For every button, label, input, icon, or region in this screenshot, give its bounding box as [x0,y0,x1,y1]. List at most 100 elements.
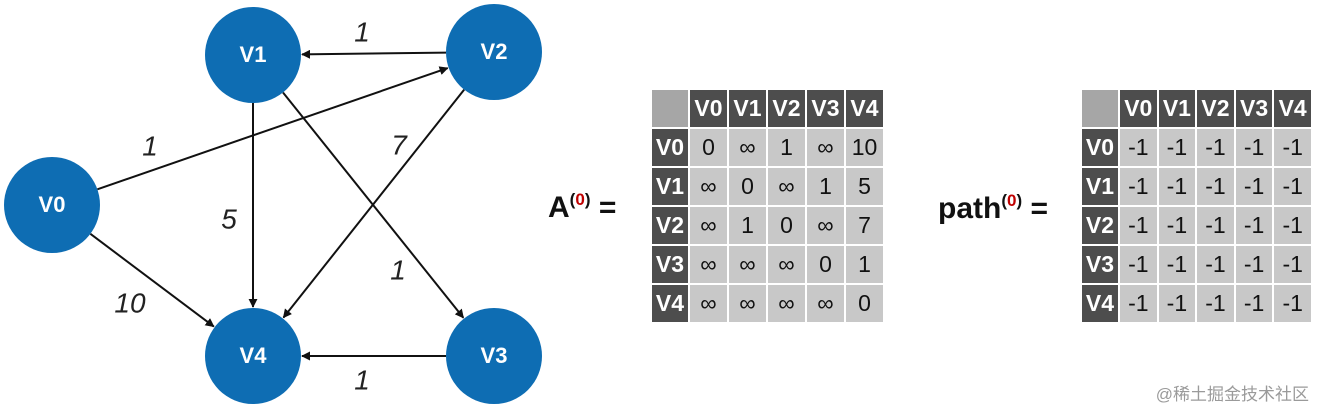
matrix-path-superscript-index: 0 [1007,191,1017,210]
matrix-path-cell: -1 [1156,166,1198,207]
matrix-path-cell: -1 [1195,205,1236,246]
matrix-path-col-header: V4 [1272,88,1313,129]
matrix-a-cell: 1 [766,127,807,168]
edge-weight-v1-v3: 1 [390,254,406,285]
edge-weight-v0-v4: 10 [114,287,146,318]
node-v4: V4 [205,308,301,404]
matrix-a-cell: ∞ [766,244,807,285]
edge-weight-v1-v4: 5 [221,203,237,234]
matrix-a-cell: 0 [844,283,885,324]
matrix-a-cell: ∞ [805,205,846,246]
matrix-a-cell: ∞ [727,127,768,168]
matrix-a-cell: ∞ [805,127,846,168]
matrix-path-col-header: V3 [1233,88,1275,129]
matrix-path-cell: -1 [1233,166,1275,207]
matrix-a-row-header: V1 [650,166,690,207]
matrix-path-corner-cell [1080,88,1120,129]
matrix-path-row: V0-1-1-1-1-1 [1080,127,1313,168]
matrix-a-cell: 0 [688,127,729,168]
matrix-a-cell: ∞ [688,283,729,324]
matrix-a-cell: 1 [805,166,846,207]
edge-weight-v0-v2: 1 [142,130,158,161]
node-v1: V1 [205,7,301,103]
matrix-a-row-header: V4 [650,283,690,324]
matrix-path-row: V2-1-1-1-1-1 [1080,205,1313,246]
node-label: V0 [39,192,66,217]
edge-v2-v1 [301,49,447,59]
node-v2: V2 [446,4,542,100]
matrix-path-cell: -1 [1233,127,1275,168]
node-circle [446,4,542,100]
matrix-a-cell: ∞ [688,205,729,246]
node-label: V1 [240,42,267,67]
matrix-path-cell: -1 [1195,166,1236,207]
matrix-a-col-header: V1 [727,88,768,129]
matrix-a-row-header: V3 [650,244,690,285]
matrix-a-cell: 7 [844,205,885,246]
matrix-a-label: A(0) = [548,190,617,224]
matrix-path-label: path(0) = [938,191,1049,225]
matrix-a-col-header: V3 [805,88,846,129]
matrix-a-cell: ∞ [688,166,729,207]
matrix-a-row: V4∞∞∞∞0 [650,283,885,324]
matrix-a-cell: ∞ [766,283,807,324]
matrix-path-cell: -1 [1156,283,1198,324]
matrix-path-row-header: V2 [1080,205,1120,246]
node-circle [205,7,301,103]
matrix-path-cell: -1 [1156,205,1198,246]
matrix-path-row-header: V4 [1080,283,1120,324]
matrix-a-row-header: V0 [650,127,690,168]
watermark: @稀土掘金技术社区 [1155,385,1309,404]
edge-weight-v2-v4: 7 [391,129,408,160]
matrix-path-equals: = [1030,192,1049,225]
matrix-path-cell: -1 [1195,127,1236,168]
matrix-a-equals: = [598,191,617,224]
matrix-path-cell: -1 [1118,205,1159,246]
matrix-a-cell: ∞ [805,283,846,324]
matrix-a-cell: 0 [727,166,768,207]
edge-weight-v2-v1: 1 [354,16,370,47]
matrix-path-cell: -1 [1272,283,1313,324]
matrix-a-superscript-index: 0 [575,190,585,209]
matrix-a-row-header: V2 [650,205,690,246]
node-label: V4 [240,343,268,368]
node-circle [4,157,100,253]
node-circle [205,308,301,404]
matrix-path-cell: -1 [1118,127,1159,168]
matrix-path-cell: -1 [1156,127,1198,168]
matrix-path-row: V4-1-1-1-1-1 [1080,283,1313,324]
matrix-path-cell: -1 [1272,166,1313,207]
node-circle [446,308,542,404]
edge-v1-v3 [282,91,465,319]
matrix-a-col-header: V2 [766,88,807,129]
matrix-path-cell: -1 [1272,127,1313,168]
matrix-a-cell: 0 [805,244,846,285]
matrix-a-cell: ∞ [727,283,768,324]
matrix-a-corner-cell [650,88,690,129]
edge-v0-v4 [89,233,215,328]
matrix-path-cell: -1 [1272,244,1313,285]
node-v0: V0 [4,157,100,253]
matrix-a-cell: 0 [766,205,807,246]
matrix-path-row-header: V1 [1080,166,1120,207]
matrix-path-cell: -1 [1156,244,1198,285]
matrix-path-cell: -1 [1195,244,1236,285]
matrix-path-cell: -1 [1118,283,1159,324]
matrix-path-row: V1-1-1-1-1-1 [1080,166,1313,207]
node-label: V3 [481,343,508,368]
matrix-a-cell: 5 [844,166,885,207]
matrix-a-cell: ∞ [727,244,768,285]
matrix-path-cell: -1 [1118,244,1159,285]
matrix-a-cell: ∞ [766,166,807,207]
matrix-a-cell: 1 [844,244,885,285]
edge-v0-v2 [97,66,449,191]
matrix-path-row-header: V0 [1080,127,1120,168]
matrix-path-col-header: V1 [1156,88,1198,129]
